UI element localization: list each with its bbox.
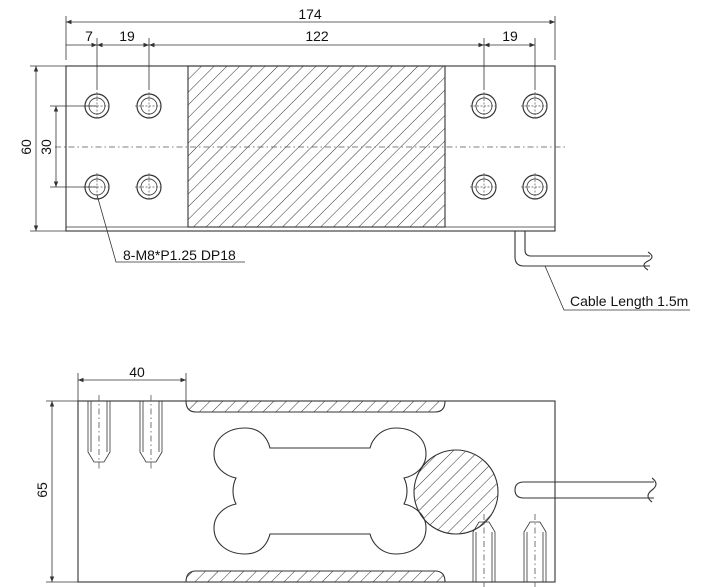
mounting-hole bbox=[521, 92, 549, 120]
side-view-bottom-hatch bbox=[185, 570, 446, 583]
mounting-hole bbox=[135, 92, 163, 120]
mounting-hole bbox=[521, 173, 549, 201]
side-view-top-hatch bbox=[185, 400, 446, 413]
dim-edge-to-hole: 7 bbox=[85, 28, 93, 44]
top-view: 174 7 19 122 19 60 30 8-M8*P1.25 DP18 Ca… bbox=[18, 6, 690, 311]
dim-height-side: 65 bbox=[34, 482, 50, 498]
top-view-cable-lower bbox=[524, 231, 650, 257]
dim-hole-spacing-right: 19 bbox=[502, 28, 518, 44]
dim-total-length: 174 bbox=[298, 6, 322, 22]
cable-break-mark bbox=[643, 251, 653, 271]
cable-callout: Cable Length 1.5m bbox=[570, 293, 688, 309]
dim-height-top: 60 bbox=[18, 139, 34, 155]
mounting-hole bbox=[470, 173, 498, 201]
side-view-round-gauge bbox=[413, 449, 499, 535]
thread-callout: 8-M8*P1.25 DP18 bbox=[123, 247, 236, 263]
side-view-cable-break bbox=[647, 477, 657, 503]
dim-hole-spacing-left: 19 bbox=[119, 28, 135, 44]
side-view: 40 65 bbox=[34, 364, 657, 587]
side-view-threaded-holes-top bbox=[87, 395, 163, 470]
dim-hole-row-spacing: 30 bbox=[38, 139, 54, 155]
thread-callout-leader bbox=[96, 194, 245, 263]
cable-callout-leader bbox=[544, 265, 690, 311]
side-view-cable bbox=[514, 481, 654, 499]
top-view-cable bbox=[514, 231, 650, 267]
top-view-hatched-area bbox=[187, 65, 446, 228]
bone-cutout bbox=[213, 427, 427, 555]
mounting-hole bbox=[470, 92, 498, 120]
side-view-threaded-holes-bottom bbox=[472, 514, 547, 587]
dim-middle: 122 bbox=[305, 28, 329, 44]
dim-offset: 40 bbox=[129, 364, 145, 380]
mounting-hole bbox=[135, 173, 163, 201]
